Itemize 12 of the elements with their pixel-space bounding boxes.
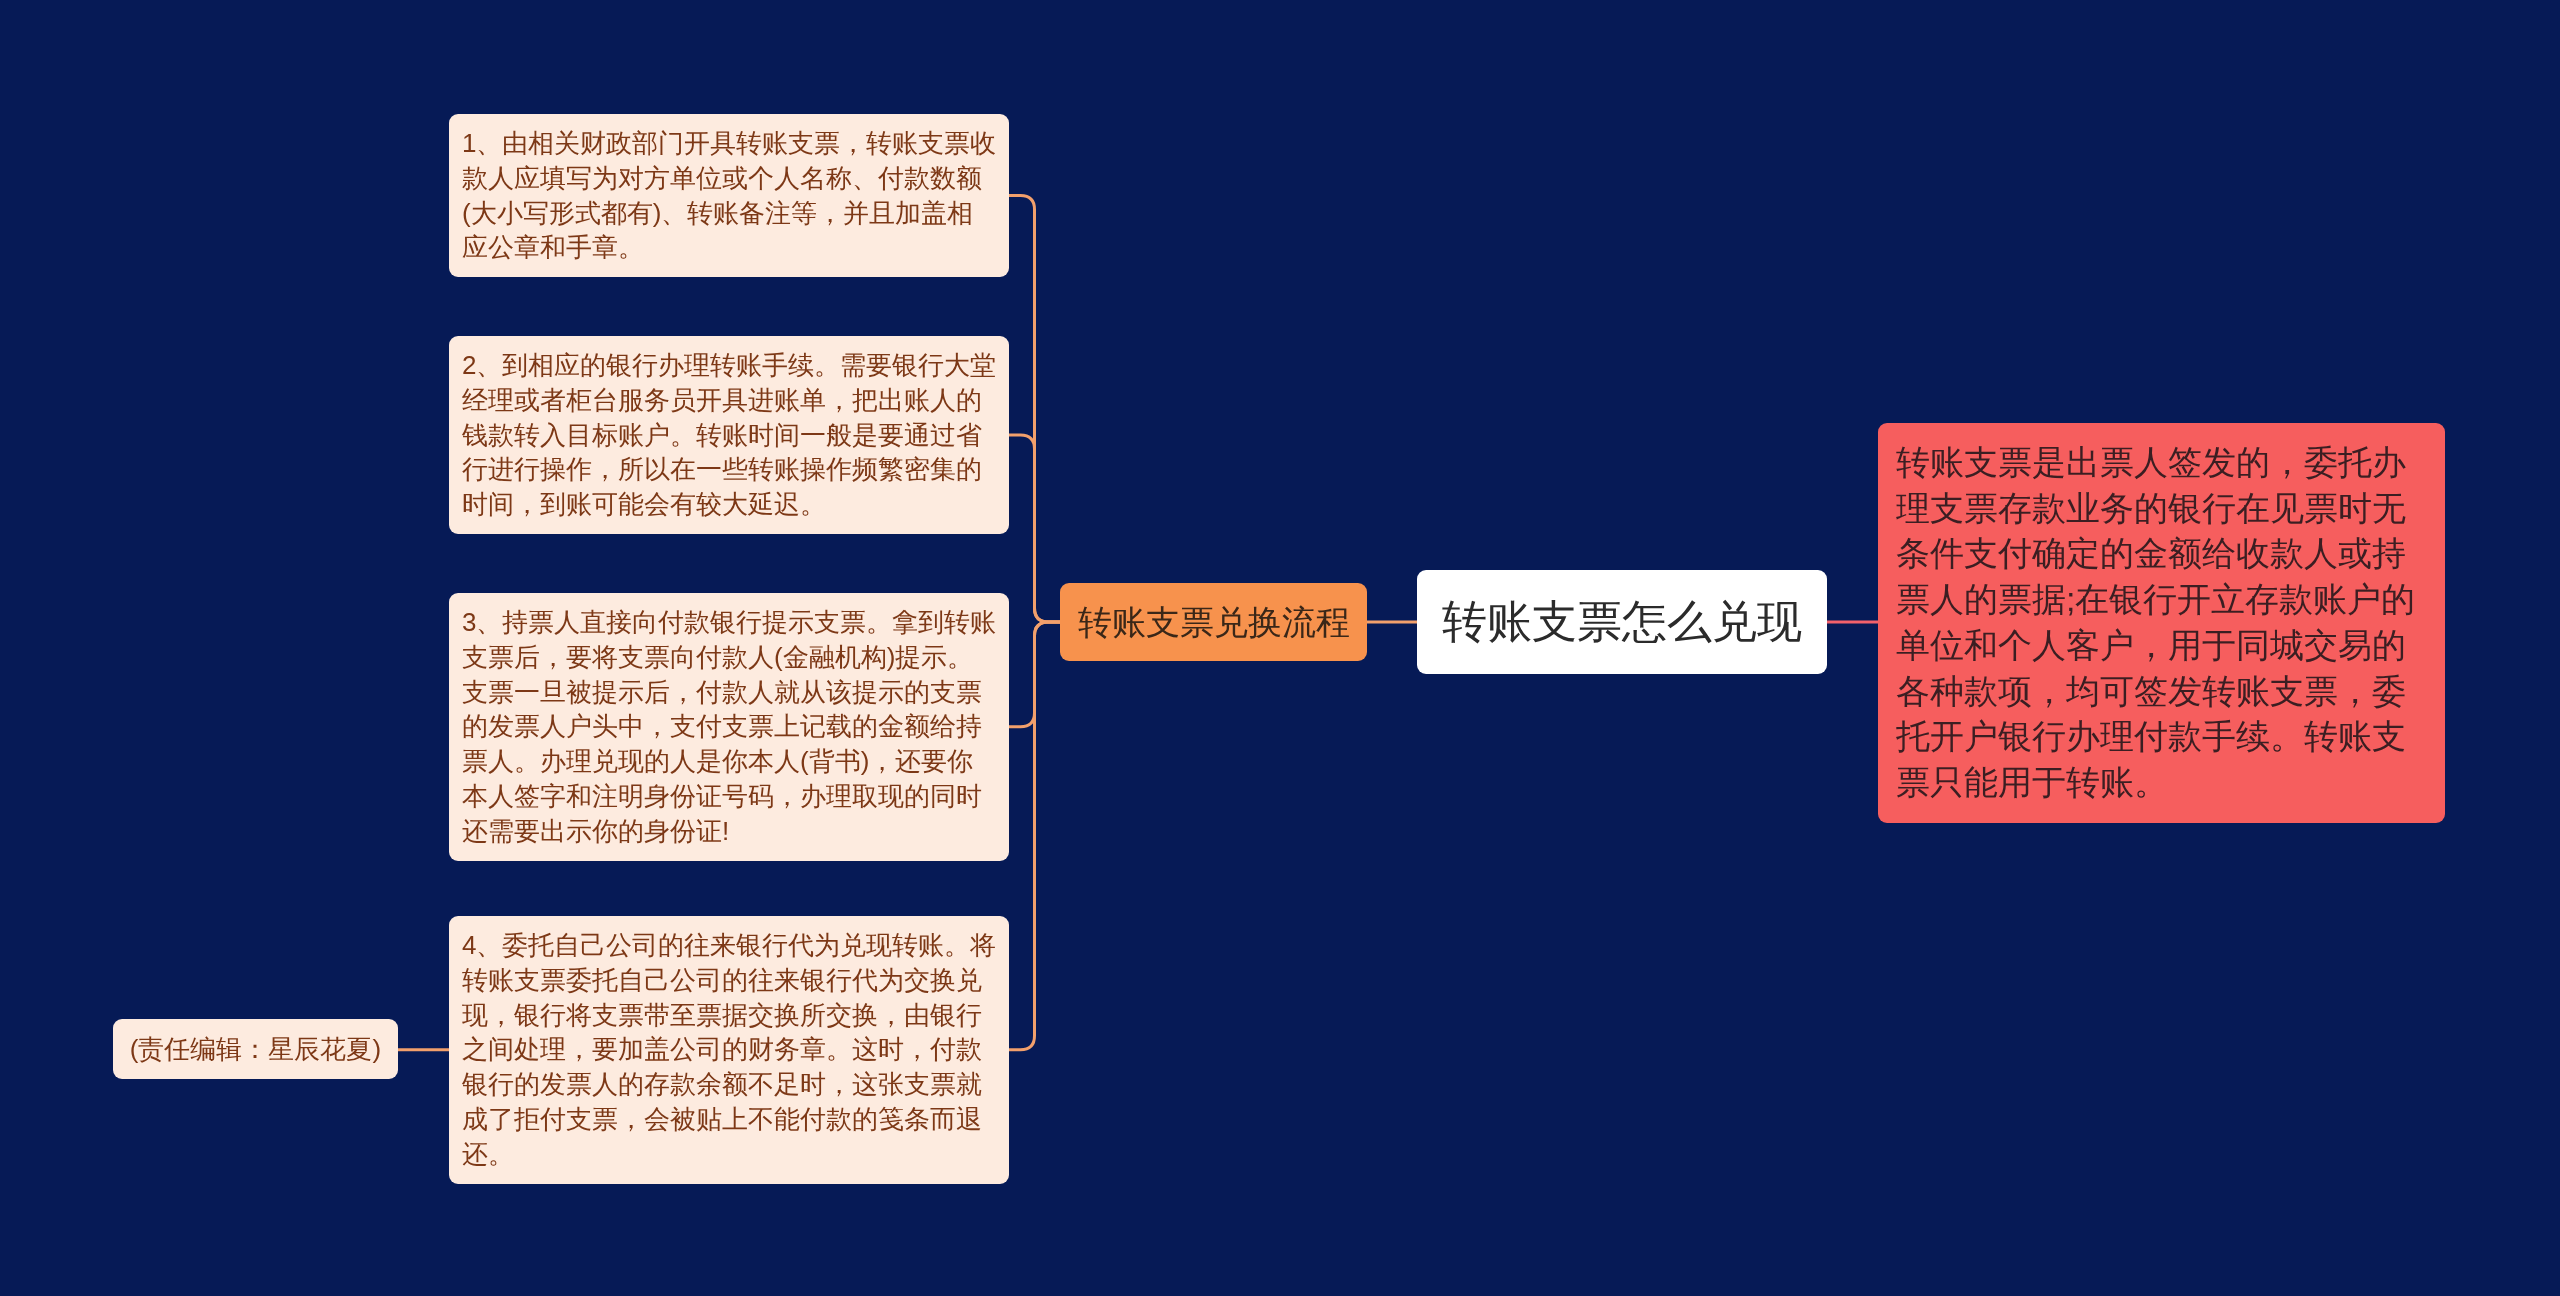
step-box: 4、委托自己公司的往来银行代为兑现转账。将转账支票委托自己公司的往来银行代为交换兑现，银行将支票带至票据交换所交换，由银行之间处理，要加盖公司的财务章。这时，付款银行的发票人的存款余额不足时，这张支票就成了拒付支票，会被贴上不能付款的笺条而退还。 xyxy=(449,916,1009,1184)
connector-line xyxy=(1827,620,1878,624)
central-topic-box: 转账支票怎么兑现 xyxy=(1417,570,1827,674)
step-box: 1、由相关财政部门开具转账支票，转账支票收款人应填写为对方单位或个人名称、付款数额(大小写形式都有)、转账备注等，并且加盖相应公章和手章。 xyxy=(449,114,1009,278)
branch-box: 转账支票兑换流程 xyxy=(1060,583,1367,661)
step-box: 2、到相应的银行办理转账手续。需要银行大堂经理或者柜台服务员开具进账单，把出账人的钱款转入目标账户。转账时间一般是要通过省行进行操作，所以在一些转账操作频繁密集的时间，到账可能会有较大延迟。 xyxy=(449,336,1009,534)
connector-line xyxy=(398,1048,449,1052)
note-box: (责任编辑：星辰花夏) xyxy=(113,1019,398,1079)
description-box: 转账支票是出票人签发的，委托办理支票存款业务的银行在见票时无条件支付确定的金额给收款人或持票人的票据;在银行开立存款账户的单位和个人客户，用于同城交易的各种款项，均可签发转账支票，委托开户银行办理付款手续。转账支票只能用于转账。 xyxy=(1878,423,2445,823)
connector-line xyxy=(1367,620,1417,624)
connector-line xyxy=(1009,620,1060,1052)
step-box: 3、持票人直接向付款银行提示支票。拿到转账支票后，要将支票向付款人(金融机构)提示。支票一旦被提示后，付款人就从该提示的支票的发票人户头中，支付支票上记载的金额给持票人。办理兑现的人是你本人(背书)，还要你本人签字和注明身份证号码，办理取现的同时还需要出示你的身份证! xyxy=(449,593,1009,861)
